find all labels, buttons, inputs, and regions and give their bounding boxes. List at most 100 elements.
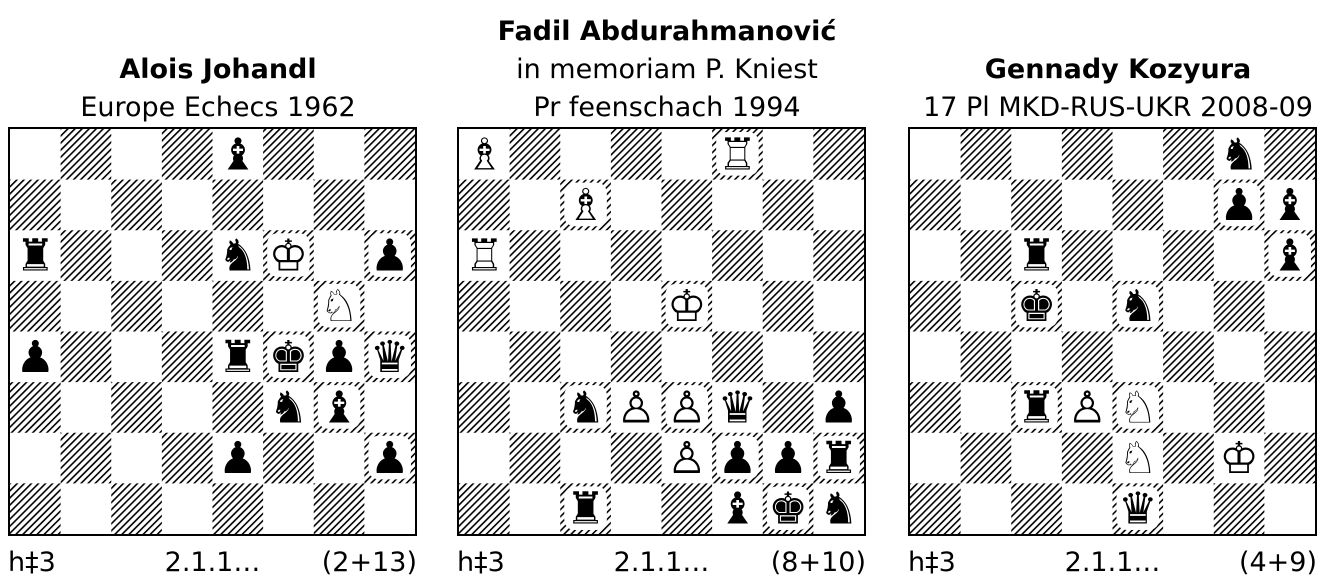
black-king-c5: ♚ xyxy=(1017,281,1056,332)
problem-3-footer: h‡3 2.1.1… (4+9) xyxy=(908,546,1317,580)
dark-square xyxy=(314,180,365,231)
white-knight-e2: ♘ xyxy=(1118,433,1157,484)
dark-square xyxy=(961,433,1012,484)
black-rook-h2: ♜ xyxy=(819,433,858,484)
white-knight-e3: ♘ xyxy=(1118,382,1157,433)
black-bishop-h7: ♝ xyxy=(1270,180,1309,231)
black-pawn-f2: ♟ xyxy=(718,433,757,484)
dark-square xyxy=(662,180,713,231)
dark-square xyxy=(459,180,510,231)
black-queen-e1: ♛ xyxy=(1118,484,1157,534)
dark-square xyxy=(10,382,61,433)
dark-square xyxy=(611,332,662,383)
black-knight-f3: ♞ xyxy=(269,382,308,433)
dark-square xyxy=(111,483,162,534)
problem-1-footer: h‡3 2.1.1… (2+13) xyxy=(8,546,417,580)
dark-square xyxy=(910,281,961,332)
problem-1-board: ♝♜♞♔♟♘♟♜♚♟♛♞♝♟♟ xyxy=(8,127,417,536)
dark-square xyxy=(1214,382,1265,433)
dark-square xyxy=(1062,129,1113,180)
white-pawn-d3: ♙ xyxy=(616,382,655,433)
dark-square xyxy=(213,483,264,534)
black-pawn-g2: ♟ xyxy=(768,433,807,484)
dark-square xyxy=(61,433,112,484)
dark-square xyxy=(712,230,763,281)
dark-square xyxy=(61,332,112,383)
problem-2-piece-count: (8+10) xyxy=(771,546,866,580)
dark-square xyxy=(712,332,763,383)
dark-square xyxy=(1062,433,1113,484)
dark-square xyxy=(1163,433,1214,484)
dark-square xyxy=(560,281,611,332)
dark-square xyxy=(263,433,314,484)
black-bishop-h6: ♝ xyxy=(1270,231,1309,282)
dark-square xyxy=(213,180,264,231)
dark-square xyxy=(213,281,264,332)
dark-square xyxy=(314,483,365,534)
problem-2-line-1: in memoriam P. Kniest xyxy=(457,53,877,86)
black-king-g1: ♚ xyxy=(768,484,807,534)
dark-square xyxy=(213,382,264,433)
dark-square xyxy=(162,433,213,484)
dark-square xyxy=(510,129,561,180)
dark-square xyxy=(611,230,662,281)
dark-square xyxy=(763,382,814,433)
dark-square xyxy=(1264,433,1315,484)
problem-2-board: ♗♖♗♖♔♞♙♙♛♟♙♟♟♜♜♝♚♞ xyxy=(457,127,866,536)
dark-square xyxy=(510,230,561,281)
dark-square xyxy=(510,332,561,383)
dark-square xyxy=(1264,332,1315,383)
black-queen-h4: ♛ xyxy=(370,332,409,383)
black-queen-f3: ♛ xyxy=(718,382,757,433)
white-king-g2: ♔ xyxy=(1219,433,1258,484)
dark-square xyxy=(162,230,213,281)
problem-1: Alois Johandl Europe Echecs 1962 ♝♜♞♔♟♘♟… xyxy=(8,0,428,580)
black-pawn-e2: ♟ xyxy=(218,433,257,484)
problem-3: Gennady Kozyura 17 Pl MKD-RUS-UKR 2008-0… xyxy=(908,0,1327,580)
white-pawn-e2: ♙ xyxy=(667,433,706,484)
black-pawn-h2: ♟ xyxy=(370,433,409,484)
dark-square xyxy=(162,332,213,383)
black-rook-c6: ♜ xyxy=(1017,231,1056,282)
white-rook-a6: ♖ xyxy=(465,231,504,282)
dark-square xyxy=(1264,129,1315,180)
black-rook-c3: ♜ xyxy=(1017,382,1056,433)
problem-1-piece-count: (2+13) xyxy=(322,546,417,580)
dark-square xyxy=(1062,230,1113,281)
dark-square xyxy=(910,382,961,433)
problem-3-piece-count: (4+9) xyxy=(1239,546,1317,580)
problem-3-source: 17 Pl MKD-RUS-UKR 2008-09 xyxy=(908,91,1327,124)
dark-square xyxy=(1011,483,1062,534)
dark-square xyxy=(662,483,713,534)
white-knight-g5: ♘ xyxy=(319,281,358,332)
dark-square xyxy=(1113,180,1164,231)
dark-square xyxy=(111,281,162,332)
chess-board-grid: ♝♜♞♔♟♘♟♜♚♟♛♞♝♟♟ xyxy=(10,129,415,534)
dark-square xyxy=(162,129,213,180)
black-knight-e6: ♞ xyxy=(218,231,257,282)
black-knight-e5: ♞ xyxy=(1118,281,1157,332)
white-bishop-a8: ♗ xyxy=(465,129,504,180)
black-pawn-h3: ♟ xyxy=(819,382,858,433)
dark-square xyxy=(111,382,162,433)
black-knight-c3: ♞ xyxy=(566,382,605,433)
dark-square xyxy=(1163,129,1214,180)
dark-square xyxy=(910,483,961,534)
problem-3-author: Gennady Kozyura xyxy=(908,53,1327,86)
problem-1-author: Alois Johandl xyxy=(8,53,428,86)
problem-2-source: Pr feenschach 1994 xyxy=(457,91,877,124)
black-rook-c1: ♜ xyxy=(566,484,605,534)
dark-square xyxy=(813,129,864,180)
black-pawn-h6: ♟ xyxy=(370,231,409,282)
problem-2-footer: h‡3 2.1.1… (8+10) xyxy=(457,546,866,580)
problem-2-author: Fadil Abdurahmanović xyxy=(457,15,877,48)
dark-square xyxy=(1214,281,1265,332)
dark-square xyxy=(813,332,864,383)
black-pawn-g7: ♟ xyxy=(1219,180,1258,231)
black-knight-h1: ♞ xyxy=(819,484,858,534)
dark-square xyxy=(510,433,561,484)
black-pawn-a4: ♟ xyxy=(16,332,55,383)
white-pawn-d3: ♙ xyxy=(1067,382,1106,433)
dark-square xyxy=(910,180,961,231)
black-rook-e4: ♜ xyxy=(218,332,257,383)
